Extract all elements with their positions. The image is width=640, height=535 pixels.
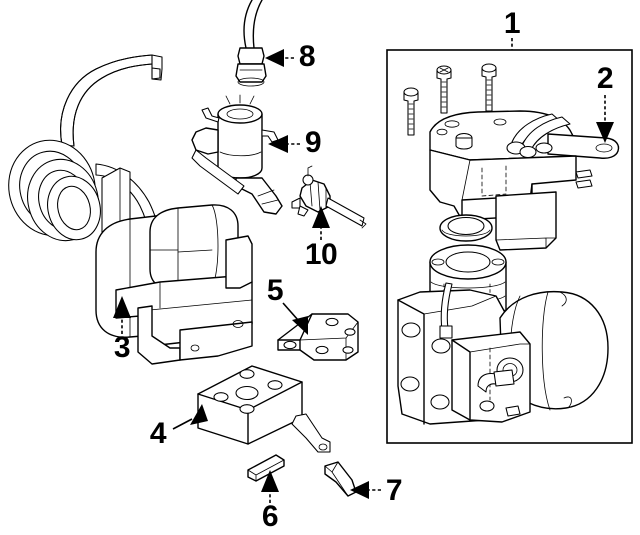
assembly-group-box bbox=[386, 49, 633, 444]
part-modulator-valve-body bbox=[429, 110, 620, 251]
callout-label-6: 6 bbox=[262, 500, 278, 533]
part-retaining-clip bbox=[324, 461, 357, 497]
callout-leader-5 bbox=[282, 302, 308, 335]
callout-leader-9 bbox=[268, 135, 300, 153]
part-fluid-level-sensor bbox=[291, 165, 367, 229]
part-control-module-block bbox=[197, 365, 331, 453]
callout-leader-7 bbox=[350, 481, 381, 499]
callout-label-9: 9 bbox=[305, 126, 321, 159]
part-vacuum-check-valve bbox=[191, 94, 283, 215]
callout-label-4: 4 bbox=[150, 417, 167, 450]
callout-label-1: 1 bbox=[504, 7, 520, 40]
part-mounting-stud bbox=[247, 454, 285, 482]
callout-label-8: 8 bbox=[299, 40, 315, 73]
part-abs-pump-motor-assembly bbox=[397, 244, 609, 425]
part-modulator-mounting-bolts bbox=[403, 63, 497, 136]
callout-leader-3 bbox=[113, 296, 131, 334]
callout-leader-6 bbox=[261, 470, 279, 503]
part-hose-grommet bbox=[235, 0, 267, 87]
callout-label-2: 2 bbox=[597, 62, 613, 95]
callout-leader-10 bbox=[312, 206, 330, 240]
callout-label-3: 3 bbox=[114, 331, 130, 364]
callout-leader-2 bbox=[596, 95, 614, 143]
part-mounting-bracket bbox=[277, 313, 359, 361]
part-o-ring-seal bbox=[439, 214, 493, 242]
callout-leader-4 bbox=[172, 404, 208, 430]
part-brake-booster-assembly bbox=[8, 54, 253, 365]
callout-label-5: 5 bbox=[267, 274, 283, 307]
callout-label-7: 7 bbox=[386, 474, 402, 507]
callout-leader-8 bbox=[265, 49, 294, 67]
callout-label-10: 10 bbox=[305, 238, 337, 271]
